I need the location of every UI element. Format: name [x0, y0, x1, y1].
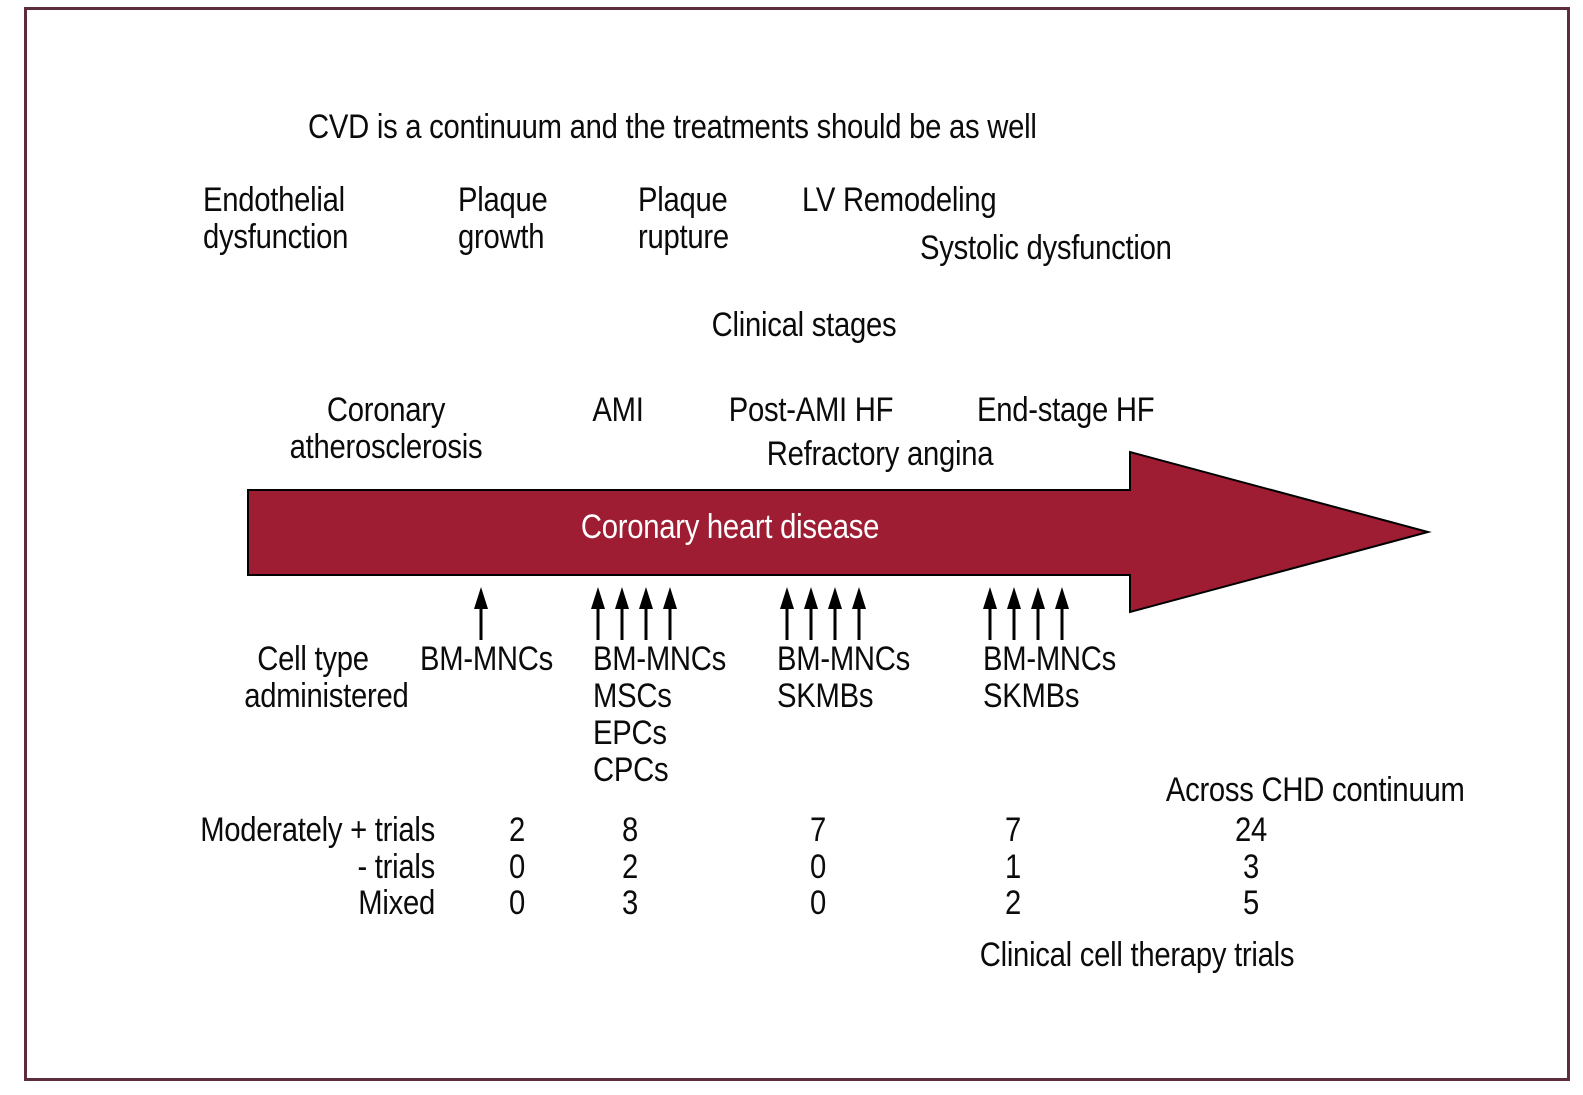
coronary-heart-disease-arrow [247, 450, 1432, 614]
stage-post-ami-hf: Post-AMI HF [728, 391, 894, 429]
label-line: rupture [638, 218, 729, 256]
cell-type-column-4: BM-MNCs SKMBs [983, 641, 1116, 715]
trial-count: 7 [1004, 811, 1021, 849]
figure-border [24, 7, 1570, 1081]
up-arrow-icon [663, 587, 677, 609]
label-endothelial-dysfunction: Endothelial dysfunction [203, 182, 348, 256]
up-arrow-icon [591, 587, 605, 609]
label-line: Plaque [458, 181, 548, 219]
cell-type-item: BM-MNCs [777, 640, 911, 678]
trials-row-label-negative: - trials [357, 848, 435, 886]
label-line: Plaque [638, 181, 728, 219]
cell-type-item: CPCs [593, 751, 669, 789]
cell-type-item: EPCs [593, 714, 667, 752]
cell-type-column-3: BM-MNCs SKMBs [777, 641, 910, 715]
across-chd-continuum-header: Across CHD continuum [1165, 771, 1465, 809]
trial-count: 24 [1234, 811, 1268, 849]
trials-row-label-moderately-positive: Moderately + trials [200, 811, 435, 849]
label-line: atherosclerosis [289, 428, 483, 466]
trial-count: 3 [621, 884, 638, 922]
up-arrow-icon [615, 587, 629, 609]
label-line: Coronary [326, 391, 446, 429]
label-line: Cell type [257, 640, 369, 678]
up-arrow-icon [1007, 587, 1021, 609]
coronary-heart-disease-label: Coronary heart disease [580, 508, 880, 546]
label-plaque-growth: Plaque growth [458, 182, 548, 256]
trials-row-label-mixed: Mixed [358, 884, 435, 922]
injection-arrow-group-3 [780, 587, 866, 640]
injection-arrow-group-4 [983, 587, 1069, 640]
trial-count: 7 [809, 811, 826, 849]
label-systolic-dysfunction: Systolic dysfunction [920, 229, 1172, 267]
stage-end-stage-hf: End-stage HF [977, 391, 1155, 429]
stage-refractory-angina: Refractory angina [766, 435, 994, 473]
label-line: growth [458, 218, 545, 256]
stage-coronary-atherosclerosis: Coronary atherosclerosis [257, 392, 515, 466]
up-arrow-icon [828, 587, 842, 609]
label-lv-remodeling: LV Remodeling [802, 181, 997, 219]
figure-title: CVD is a continuum and the treatments sh… [308, 108, 1037, 146]
up-arrow-icon [1031, 587, 1045, 609]
trial-count: 0 [809, 848, 826, 886]
trial-count: 5 [1242, 884, 1259, 922]
up-arrow-icon [852, 587, 866, 609]
label-plaque-rupture: Plaque rupture [638, 182, 729, 256]
cell-type-administered-label: Cell type administered [244, 640, 409, 715]
cell-type-item: BM-MNCs [420, 640, 554, 678]
injection-arrow-group-1 [474, 587, 488, 640]
label-line: Endothelial [203, 181, 345, 219]
trial-count: 1 [1004, 848, 1021, 886]
clinical-stages-heading: Clinical stages [711, 306, 897, 344]
trial-count: 0 [508, 848, 525, 886]
cell-type-item: BM-MNCs [593, 640, 727, 678]
trial-count: 0 [508, 884, 525, 922]
up-arrow-icon [983, 587, 997, 609]
up-arrow-icon [780, 587, 794, 609]
trial-count: 2 [1004, 884, 1021, 922]
up-arrow-icon [804, 587, 818, 609]
injection-arrows [474, 587, 1069, 640]
trial-count: 2 [508, 811, 525, 849]
clinical-cell-therapy-trials-caption: Clinical cell therapy trials [979, 936, 1295, 974]
cell-type-item: BM-MNCs [983, 640, 1117, 678]
injection-arrow-group-2 [591, 587, 677, 640]
up-arrow-icon [1055, 587, 1069, 609]
up-arrow-icon [474, 587, 488, 609]
trial-count: 8 [621, 811, 638, 849]
stage-ami: AMI [592, 391, 644, 429]
trial-count: 2 [621, 848, 638, 886]
label-line: administered [244, 677, 409, 715]
cell-type-item: SKMBs [777, 677, 874, 715]
trial-count: 0 [809, 884, 826, 922]
up-arrow-icon [639, 587, 653, 609]
cell-type-item: MSCs [593, 677, 672, 715]
cell-type-column-2: BM-MNCs MSCs EPCs CPCs [593, 641, 726, 789]
cell-type-item: SKMBs [983, 677, 1080, 715]
label-line: dysfunction [203, 218, 349, 256]
cell-type-column-1: BM-MNCs [420, 641, 553, 678]
trial-count: 3 [1242, 848, 1259, 886]
